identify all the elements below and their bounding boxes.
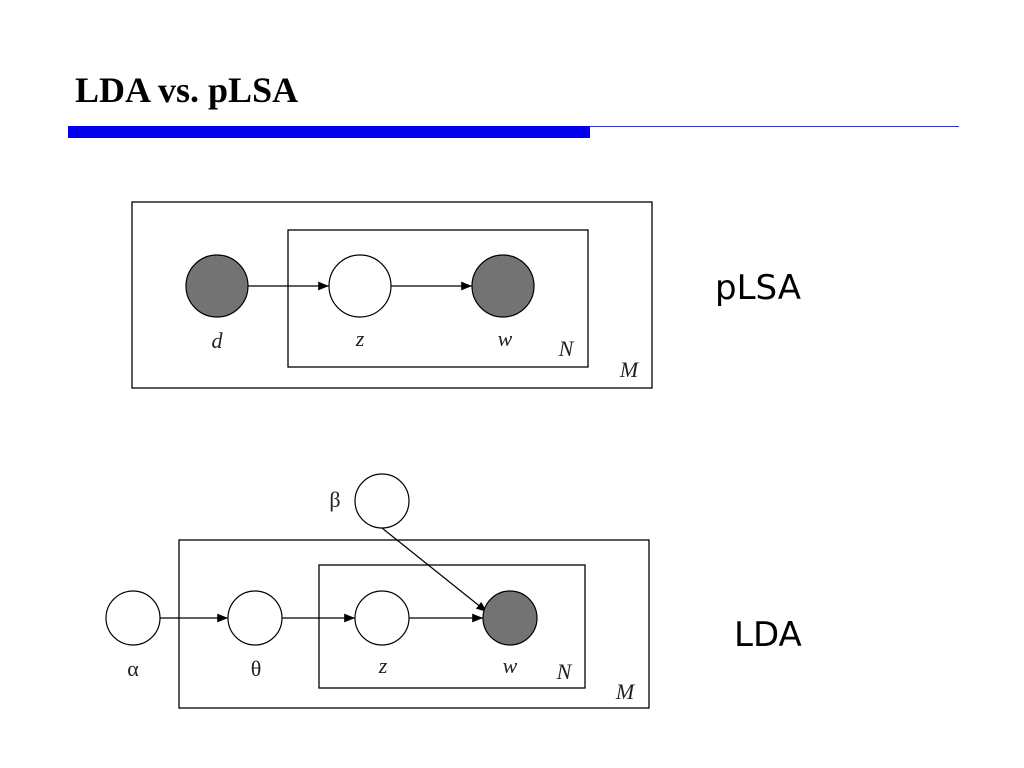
lda-node-alpha	[105, 590, 161, 646]
plsa-label-w: w	[498, 326, 513, 351]
lda-plate-label-m: M	[615, 679, 636, 704]
title-underline-thin	[590, 126, 959, 127]
lda-inner-plate	[318, 564, 586, 689]
plsa-model-label: pLSA	[715, 268, 801, 308]
plsa-node-d	[185, 254, 249, 318]
lda-plate-label-n: N	[556, 659, 573, 684]
lda-label-w: w	[503, 653, 518, 678]
slide-title: LDA vs. pLSA	[75, 70, 299, 110]
plsa-outer-plate	[131, 201, 653, 389]
plsa-model: d z w N M	[131, 201, 653, 389]
plsa-inner-plate	[287, 229, 589, 368]
lda-node-theta	[227, 590, 283, 646]
lda-label-alpha: α	[127, 656, 139, 681]
plsa-plate-label-n: N	[558, 336, 575, 361]
lda-node-z	[354, 590, 410, 646]
plsa-node-w	[471, 254, 535, 318]
lda-node-beta	[354, 473, 410, 529]
lda-outer-plate	[178, 539, 650, 709]
title-underline-thick	[68, 126, 590, 138]
lda-model: α θ z w β N M	[105, 473, 650, 709]
lda-edge-beta-w	[381, 527, 488, 613]
lda-label-z: z	[378, 653, 388, 678]
plsa-label-z: z	[355, 326, 365, 351]
lda-label-beta: β	[329, 487, 340, 512]
lda-model-label: LDA	[734, 615, 802, 655]
lda-label-theta: θ	[251, 656, 262, 681]
plsa-plate-label-m: M	[619, 357, 640, 382]
plsa-node-z	[328, 254, 392, 318]
plsa-label-d: d	[212, 328, 224, 353]
lda-node-w	[482, 590, 538, 646]
